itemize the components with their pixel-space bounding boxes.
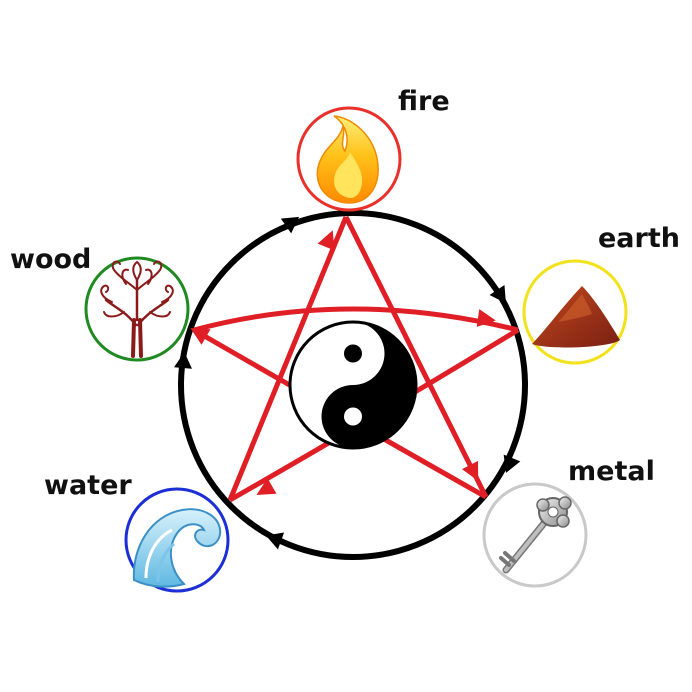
arrow-metal-to-water [265,532,285,550]
fire-label: fire [398,86,450,117]
metal-label: metal [568,456,655,487]
edge-water-to-fire [227,216,349,501]
generating-cycle-arrows [174,216,521,550]
arrow-wood-to-fire [280,216,300,234]
arrow-water-to-wood [174,352,192,369]
arrow-fire-to-metal [461,460,479,482]
flame-icon [316,115,379,204]
water-node [124,487,230,593]
water-label: water [44,470,132,501]
key-icon [499,496,572,574]
arrow-earth-to-metal [503,454,521,473]
arrow-wood-to-earth [476,309,496,327]
arrow-earth-to-water [256,478,277,495]
arrow-fire-to-earth [489,284,506,304]
earth-node [522,259,628,365]
earth-label: earth [598,223,680,254]
generating-cycle-circle [178,210,528,560]
yin-yang-symbol [288,320,418,450]
wood-node [84,256,190,362]
edge-fire-to-metal [343,215,489,499]
edge-wood-to-earth [193,306,519,333]
tree-icon [100,260,174,358]
fire-node [296,106,402,212]
controlling-cycle-arrows [190,230,496,495]
soil-pile-icon [532,286,620,348]
metal-node [482,482,588,588]
wave-icon [132,508,222,588]
arrow-metal-to-wood [190,328,211,345]
arrow-water-to-fire [317,230,335,251]
wood-label: wood [10,244,92,275]
